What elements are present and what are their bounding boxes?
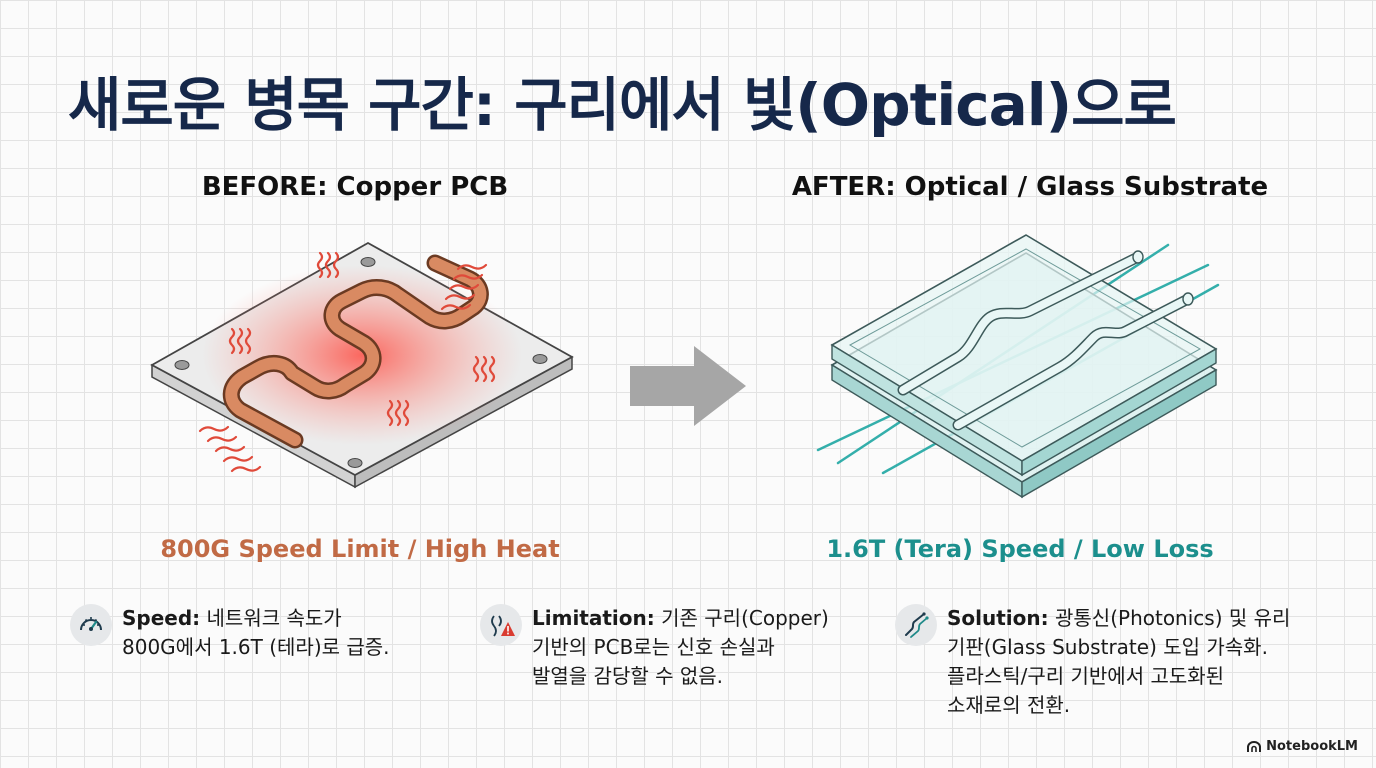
heat-wave-icon: [228, 327, 252, 355]
optical-waveguide: [899, 253, 1142, 394]
note-line: 800G에서 1.6T (테라)로 급증.: [122, 635, 390, 659]
notebooklm-brand: NotebookLM: [1247, 739, 1358, 754]
page-title: 새로운 병목 구간: 구리에서 빛(Optical)으로: [68, 71, 1177, 139]
note-solution: Solution: 광통신(Photonics) 및 유리 기판(Glass S…: [895, 604, 1290, 720]
note-label: Limitation:: [532, 606, 655, 630]
note-line: 기판(Glass Substrate) 도입 가속화.: [947, 635, 1268, 659]
notebooklm-logo-icon: [1247, 740, 1262, 752]
glass-layer: [830, 234, 1218, 462]
note-limitation: Limitation: 기존 구리(Copper) 기반의 PCB로는 신호 손…: [480, 604, 829, 691]
note-line: 광통신(Photonics) 및 유리: [1055, 606, 1291, 630]
note-line: 기반의 PCB로는 신호 손실과: [532, 635, 775, 659]
warning-icon: [480, 604, 522, 646]
note-line: 소재로의 전환.: [947, 693, 1071, 717]
copper-pcb-illustration: [150, 241, 574, 489]
note-solution-text: Solution: 광통신(Photonics) 및 유리 기판(Glass S…: [947, 604, 1290, 720]
note-speed-text: Speed: 네트워크 속도가 800G에서 1.6T (테라)로 급증.: [122, 604, 390, 662]
heat-wave-icon: [472, 355, 496, 383]
note-limitation-text: Limitation: 기존 구리(Copper) 기반의 PCB로는 신호 손…: [532, 604, 829, 691]
glass-substrate-illustration: [816, 234, 1220, 499]
heat-wave-icon: [198, 425, 262, 473]
speedometer-icon: [70, 604, 112, 646]
mount-hole: [174, 360, 190, 370]
glass-layer-edge: [1021, 347, 1217, 477]
note-label: Speed:: [122, 606, 201, 630]
before-caption: 800G Speed Limit / High Heat: [160, 535, 560, 563]
note-label: Solution:: [947, 606, 1049, 630]
heat-wave-icon: [386, 399, 410, 427]
copper-trace: [225, 257, 487, 446]
brand-label: NotebookLM: [1266, 739, 1358, 754]
optical-waveguide: [954, 295, 1192, 429]
before-heading: BEFORE: Copper PCB: [201, 172, 509, 202]
note-line: 네트워크 속도가: [206, 606, 342, 630]
after-heading: AFTER: Optical / Glass Substrate: [791, 172, 1269, 202]
note-line: 발열을 감당할 수 없음.: [532, 664, 724, 688]
mount-hole: [360, 257, 376, 267]
mount-hole: [532, 354, 548, 364]
transition-arrow-icon: [630, 346, 746, 426]
heat-wave-icon: [440, 263, 488, 311]
note-line: 기존 구리(Copper): [661, 606, 829, 630]
optical-fiber-icon: [895, 604, 937, 646]
note-line: 플라스틱/구리 기반에서 고도화된: [947, 664, 1225, 688]
mount-hole: [347, 458, 363, 468]
heat-wave-icon: [316, 251, 340, 279]
note-speed: Speed: 네트워크 속도가 800G에서 1.6T (테라)로 급증.: [70, 604, 390, 662]
glass-layer-edge: [1021, 368, 1217, 499]
after-caption: 1.6T (Tera) Speed / Low Loss: [826, 535, 1214, 563]
